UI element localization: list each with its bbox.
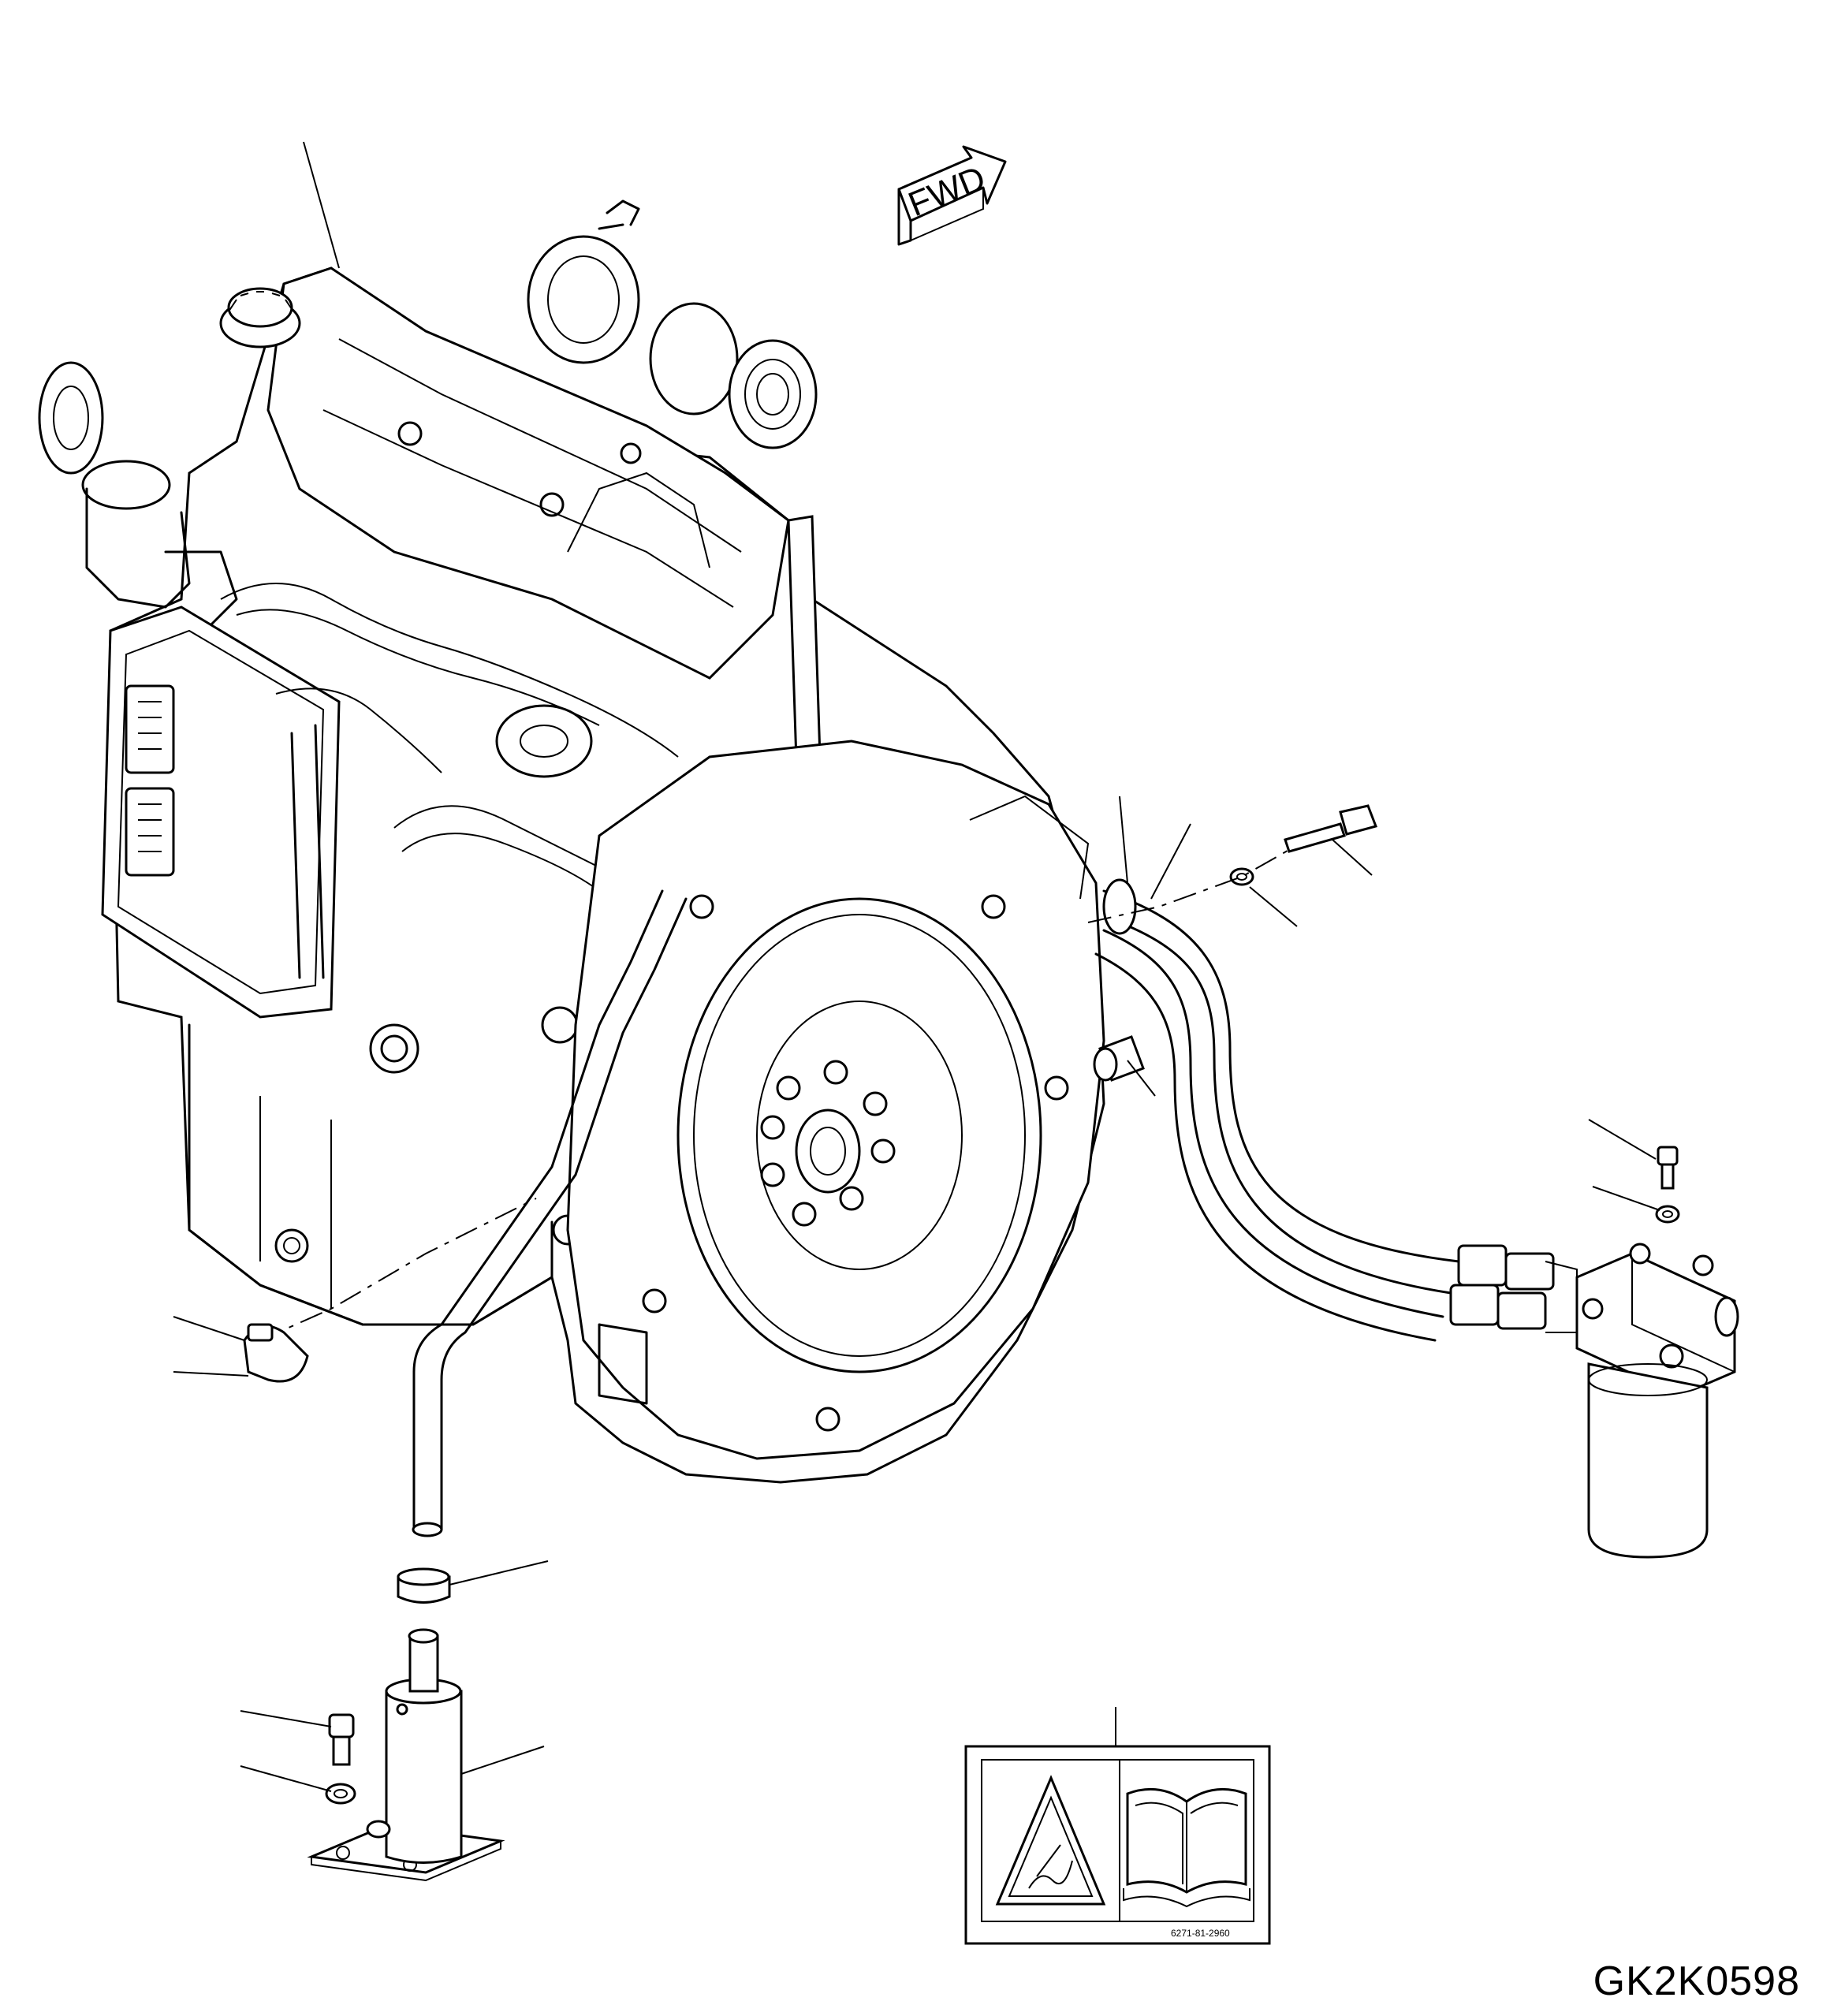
hot-surface-warning-icon — [995, 1775, 1106, 1906]
mount-bolt — [1284, 804, 1377, 853]
fwd-direction-arrow: FWD — [897, 145, 1007, 246]
label-part-number: 6271-81-2960 — [1171, 1928, 1230, 1939]
stand-bolt — [328, 1713, 355, 1766]
tube-collar — [397, 1567, 451, 1604]
hose-assembly — [1094, 878, 1578, 1342]
intake-elbow — [38, 361, 238, 632]
oil-pan — [188, 1023, 553, 1326]
turbocharger — [527, 199, 818, 449]
mount-washer — [1229, 867, 1254, 886]
stand-assembly — [307, 1628, 505, 1882]
flywheel-hub — [795, 1109, 861, 1194]
spacer-bushing — [1093, 1035, 1145, 1082]
filter-bolt — [1657, 1146, 1679, 1190]
hose-clamp — [243, 1323, 309, 1383]
flywheel-housing — [566, 740, 1105, 1460]
support-tube — [259, 889, 688, 1537]
filter-canister — [1587, 1362, 1709, 1559]
oil-filler-cap — [219, 287, 301, 348]
flywheel — [676, 897, 1042, 1373]
drain-plug — [274, 1228, 309, 1263]
stand-post — [385, 1690, 463, 1864]
warning-label: 6271-81-2960 — [964, 1745, 1271, 1945]
filter-washer — [1655, 1205, 1680, 1224]
oil-filter-housing — [495, 704, 593, 778]
remote-oil-filter — [1575, 1243, 1739, 1559]
hose-fitting-3 — [1449, 1284, 1500, 1326]
stand-washer — [325, 1783, 356, 1805]
read-manual-icon — [1123, 1787, 1250, 1908]
engine-ecu — [101, 606, 341, 1019]
hose-fitting-1 — [1102, 878, 1137, 935]
leader-lines — [173, 141, 1660, 1792]
flywheel-bolts — [760, 1060, 896, 1227]
drawing-code: GK2K0598 — [1593, 1958, 1800, 2004]
hose-fitting-2 — [1457, 1244, 1508, 1287]
